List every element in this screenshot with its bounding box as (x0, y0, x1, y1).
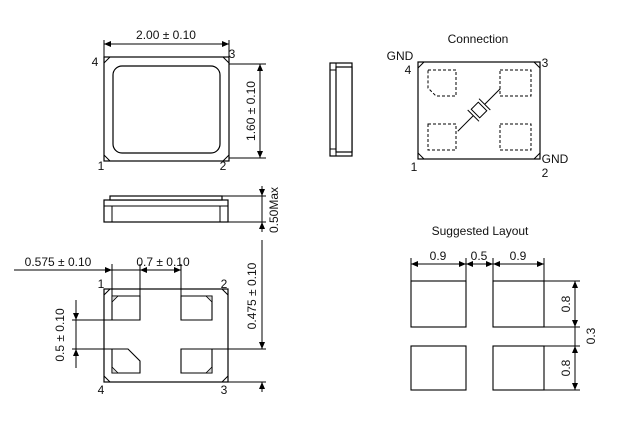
layout-gap-width-label: 0.5 (471, 249, 488, 263)
top-pin-1: 1 (98, 159, 105, 173)
conn-pin-2: 2 (542, 166, 549, 180)
layout-pad-width-label: 0.9 (430, 249, 447, 263)
bottom-pin-4: 4 (98, 383, 105, 397)
suggested-layout: Suggested Layout 0.9 0.5 0.9 0.8 0.8 0.3 (410, 224, 598, 391)
bottom-pin-1: 1 (98, 277, 105, 291)
layout-pad-height-bottom-label: 0.8 (559, 359, 573, 376)
layout-pad-width2-label: 0.9 (510, 249, 527, 263)
crystal-symbol (457, 88, 501, 132)
conn-pin-4: 4 (405, 63, 412, 77)
height-dimension-label: 1.60 ± 0.10 (244, 81, 258, 141)
layout-gap-height-label: 0.3 (584, 327, 598, 344)
bottom-pin-2: 2 (221, 277, 228, 291)
layout-pad-top-left (410, 280, 467, 328)
side-view-right (329, 62, 353, 157)
layout-pad-bottom-right (492, 345, 545, 391)
side-view-front: 0.50Max (103, 186, 281, 233)
side-front-outline (103, 199, 229, 223)
thickness-dimension-label: 0.50Max (267, 187, 281, 233)
connection-outline (417, 61, 541, 160)
top-view-lid (112, 65, 221, 154)
conn-pad-2 (499, 123, 532, 151)
layout-pad-bottom-left (410, 345, 467, 391)
bottom-pin-3: 3 (221, 383, 228, 397)
bottom-pad-3 (180, 348, 213, 374)
connection-title: Connection (448, 32, 509, 46)
conn-pin-1: 1 (411, 160, 418, 174)
pad-gap-dimension-label: 0.7 ± 0.10 (136, 255, 190, 269)
conn-pin-3: 3 (542, 56, 549, 70)
top-pin-4: 4 (92, 55, 99, 69)
conn-pad-3 (499, 69, 532, 97)
top-pin-3: 3 (229, 47, 236, 61)
layout-pad-top-right (492, 280, 545, 328)
connection-diagram: Connection GND 4 3 1 GND 2 (387, 32, 569, 180)
suggested-layout-title: Suggested Layout (432, 224, 529, 238)
conn-pad-1 (427, 123, 457, 151)
conn-gnd-top: GND (387, 49, 414, 63)
conn-gnd-bottom: GND (542, 152, 569, 166)
bottom-pad-1 (111, 295, 141, 321)
edge-dimension-label: 0.475 ± 0.10 (245, 262, 259, 329)
bottom-pad-2 (180, 295, 213, 321)
layout-pad-height-top-label: 0.8 (559, 295, 573, 312)
top-view: 2.00 ± 0.10 1.60 ± 0.10 1 2 3 4 (92, 28, 266, 173)
offset-dimension-label: 0.575 ± 0.10 (25, 255, 92, 269)
width-dimension-label: 2.00 ± 0.10 (136, 28, 196, 42)
top-pin-2: 2 (220, 159, 227, 173)
pad-height-dimension-label: 0.5 ± 0.10 (53, 308, 67, 362)
bottom-view: 0.575 ± 0.10 0.7 ± 0.10 0.5 ± 0.10 0.475… (14, 240, 266, 397)
